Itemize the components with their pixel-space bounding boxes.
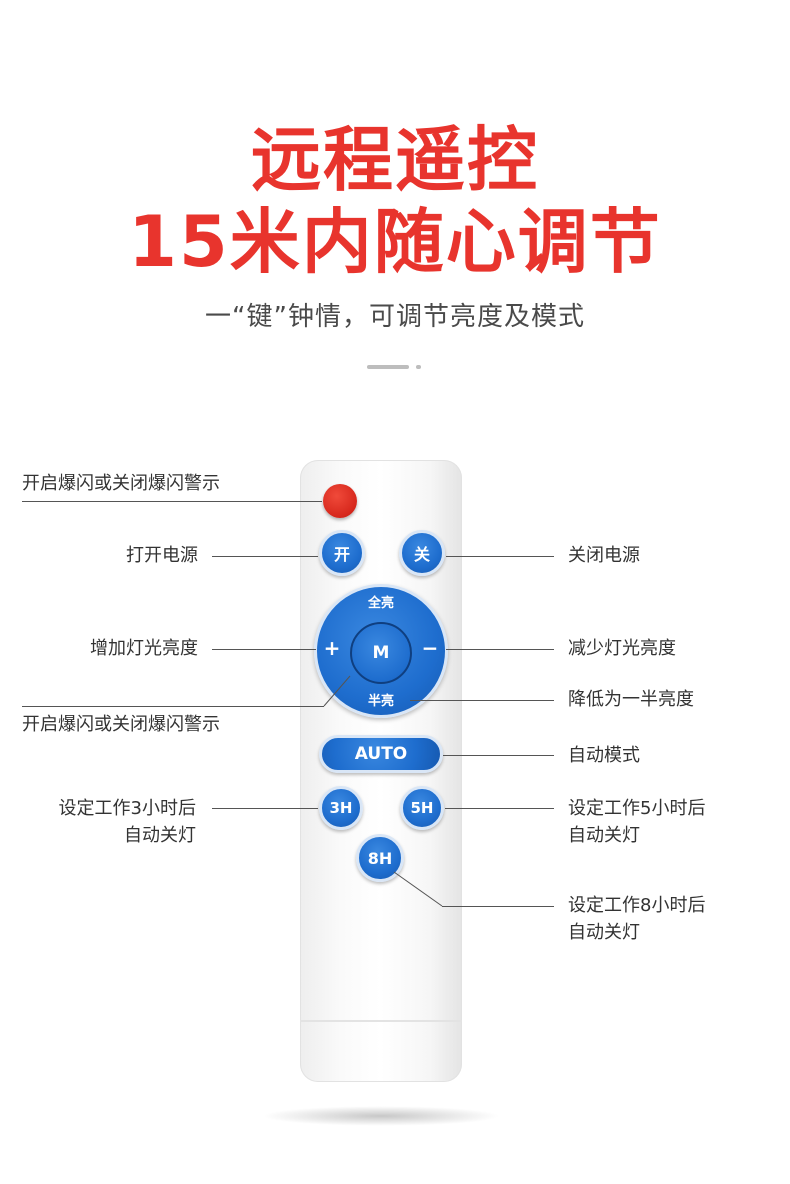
mode-button[interactable]: M (350, 622, 412, 684)
full-brightness-button[interactable]: 全亮 (367, 596, 394, 611)
label-3h-line1: 设定工作3小时后 (58, 798, 196, 819)
leader-line-8h (442, 906, 554, 907)
leader-line-5h (445, 808, 554, 809)
leader-line-flash-bottom (22, 706, 324, 707)
label-auto-mode: 自动模式 (568, 745, 640, 766)
leader-line-3h (212, 808, 318, 809)
remote-seam (300, 1020, 462, 1022)
title-line-2: 15米内随心调节 (128, 201, 662, 283)
flash-button[interactable] (323, 484, 357, 518)
label-3h-line2: 自动关灯 (124, 825, 196, 846)
power-off-button[interactable]: 关 (399, 530, 445, 576)
label-brightness-down: 减少灯光亮度 (568, 638, 676, 659)
timer-3h-button[interactable]: 3H (319, 786, 363, 830)
label-flash-top: 开启爆闪或关闭爆闪警示 (22, 473, 220, 494)
label-5h-line2: 自动关灯 (568, 825, 640, 846)
leader-line-brightness-up (212, 649, 316, 650)
leader-line-power-off (446, 556, 554, 557)
title-line-1: 远程遥控 (251, 119, 539, 201)
power-on-button[interactable]: 开 (319, 530, 365, 576)
timer-5h-button[interactable]: 5H (400, 786, 444, 830)
label-8h-line1: 设定工作8小时后 (568, 895, 706, 916)
auto-mode-button[interactable]: AUTO (319, 735, 443, 773)
leader-line-half-brightness (410, 700, 554, 701)
half-brightness-button[interactable]: 半亮 (367, 694, 394, 709)
label-flash-bottom: 开启爆闪或关闭爆闪警示 (22, 714, 220, 735)
leader-line-flash-top (22, 501, 322, 502)
divider-dot (416, 365, 421, 369)
label-8h-line2: 自动关灯 (568, 922, 640, 943)
divider-dash (367, 365, 409, 369)
brightness-down-button[interactable]: − (421, 636, 439, 660)
subtitle: 一“键”钟情，可调节亮度及模式 (205, 302, 585, 332)
label-half-brightness: 降低为一半亮度 (568, 689, 694, 710)
remote-shadow (262, 1106, 500, 1126)
label-power-on: 打开电源 (126, 545, 198, 566)
label-brightness-up: 增加灯光亮度 (90, 638, 198, 659)
brightness-up-button[interactable]: + (323, 636, 341, 660)
leader-line-auto (443, 755, 554, 756)
leader-line-power-on (212, 556, 318, 557)
timer-8h-button[interactable]: 8H (356, 834, 404, 882)
label-5h-line1: 设定工作5小时后 (568, 798, 706, 819)
leader-line-brightness-down (446, 649, 554, 650)
label-power-off: 关闭电源 (568, 545, 640, 566)
